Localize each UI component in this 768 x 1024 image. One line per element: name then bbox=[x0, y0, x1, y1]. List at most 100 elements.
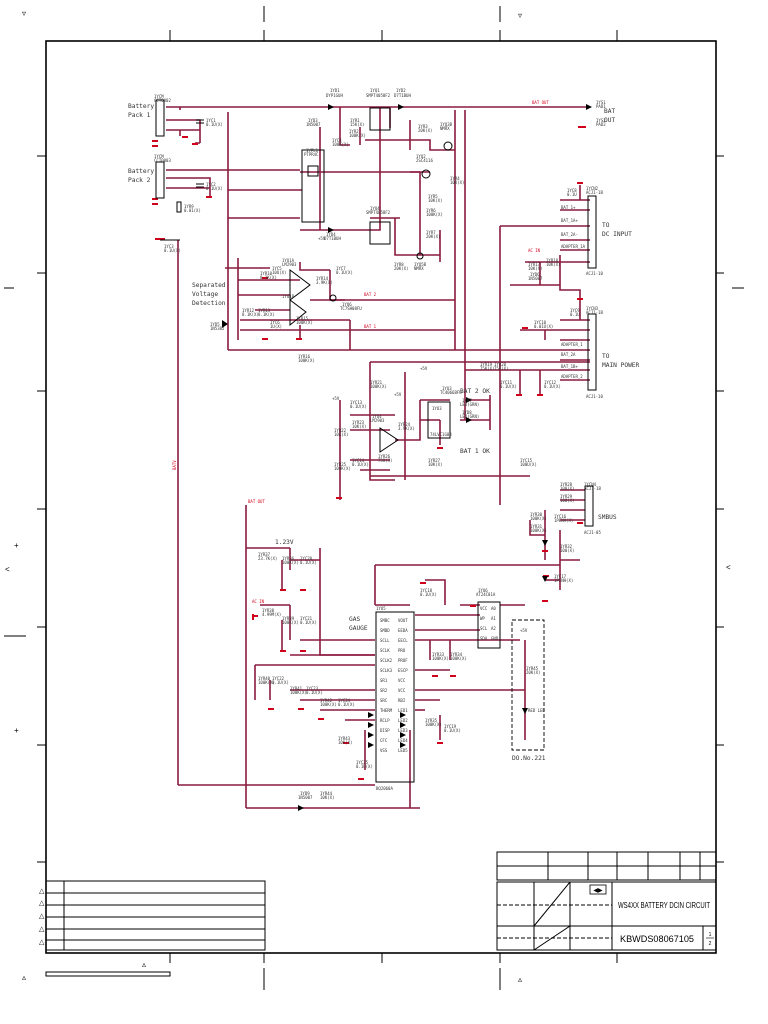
svg-text:SMBC: SMBC bbox=[380, 618, 390, 623]
svg-text:1YR21: 1YR21 bbox=[370, 380, 383, 385]
svg-text:1YC20: 1YC20 bbox=[300, 556, 313, 561]
svg-text:74LVC1G08: 74LVC1G08 bbox=[430, 432, 452, 437]
svg-text:ACJ1-1B: ACJ1-1B bbox=[586, 310, 603, 315]
svg-text:DYP1GUH: DYP1GUH bbox=[326, 93, 343, 98]
svg-text:0.1U(X): 0.1U(X) bbox=[206, 122, 223, 127]
svg-text:1YC4: 1YC4 bbox=[332, 138, 342, 143]
svg-text:20K(X): 20K(X) bbox=[394, 266, 408, 271]
svg-text:+5V: +5V bbox=[394, 392, 402, 397]
svg-text:SR2: SR2 bbox=[380, 688, 388, 693]
svg-text:0.1U(X): 0.1U(X) bbox=[352, 462, 369, 467]
svg-text:VSS: VSS bbox=[380, 748, 388, 753]
svg-text:0.1U(X): 0.1U(X) bbox=[356, 764, 373, 769]
svg-text:1YC7: 1YC7 bbox=[336, 266, 346, 271]
battery-pack-1-label-line2: Pack 1 bbox=[128, 112, 151, 119]
svg-text:1YS2: 1YS2 bbox=[596, 118, 606, 123]
drawing-title: WS4XX BATTERY DCIN CIRCUIT bbox=[618, 900, 710, 910]
svg-text:▵: ▵ bbox=[142, 960, 146, 969]
svg-text:1YQ5B: 1YQ5B bbox=[414, 262, 427, 267]
svg-text:1YC15: 1YC15 bbox=[520, 458, 533, 463]
svg-text:LED5: LED5 bbox=[398, 748, 408, 753]
svg-text:1YR35: 1YR35 bbox=[425, 718, 438, 723]
svg-text:PAD2: PAD2 bbox=[596, 122, 606, 127]
svg-text:THERM: THERM bbox=[380, 708, 393, 713]
svg-text:100U(X): 100U(X) bbox=[520, 462, 537, 467]
svg-text:LED1: LED1 bbox=[398, 708, 408, 713]
svg-text:1YR9: 1YR9 bbox=[184, 204, 194, 209]
svg-text:1YD2: 1YD2 bbox=[396, 88, 406, 93]
connector-battery-pack-1: 1YCM CCT0002 bbox=[154, 94, 171, 137]
svg-text:1PENH(X): 1PENH(X) bbox=[554, 518, 573, 523]
svg-text:0.1U(X): 0.1U(X) bbox=[350, 404, 367, 409]
svg-text:BAT_1B+: BAT_1B+ bbox=[561, 364, 578, 369]
svg-text:0.1U(X): 0.1U(X) bbox=[420, 592, 437, 597]
to-dc-input-label-line2: DC INPUT bbox=[602, 231, 632, 238]
svg-text:1YU3: 1YU3 bbox=[432, 406, 442, 411]
svg-text:10K(X): 10K(X) bbox=[428, 198, 442, 203]
svg-text:100K(X): 100K(X) bbox=[290, 690, 307, 695]
svg-text:1YC3: 1YC3 bbox=[164, 244, 174, 249]
net-label-ac-in: AC IN bbox=[528, 248, 541, 253]
svg-text:SMPT4058F2: SMPT4058F2 bbox=[366, 93, 391, 98]
svg-text:1YC10: 1YC10 bbox=[534, 320, 547, 325]
svg-text:1YD6: 1YD6 bbox=[530, 272, 540, 277]
net-label-bat1: BAT 1 bbox=[364, 324, 377, 329]
svg-text:0.1U(X): 0.1U(X) bbox=[300, 560, 317, 565]
net-label-ac-in-2: AC IN bbox=[252, 599, 265, 604]
svg-text:1YC8: 1YC8 bbox=[567, 188, 577, 193]
connector-battery-pack-2: 1YCM CCT0003 bbox=[154, 154, 171, 199]
svg-text:8.1K(X): 8.1K(X) bbox=[258, 312, 275, 317]
svg-text:100(X): 100(X) bbox=[560, 498, 574, 503]
bat1-ok-label: BAT 1 OK bbox=[460, 448, 490, 455]
svg-text:1YU4: 1YU4 bbox=[372, 414, 382, 419]
svg-text:LED2: LED2 bbox=[398, 718, 408, 723]
svg-text:1YR18: 1YR18 bbox=[546, 258, 559, 263]
svg-text:8.1K(X): 8.1K(X) bbox=[242, 312, 259, 317]
svg-text:0.1U: 0.1U bbox=[567, 192, 577, 197]
svg-text:SMPT4058F2: SMPT4058F2 bbox=[366, 210, 391, 215]
svg-text:AT24C01A: AT24C01A bbox=[476, 592, 496, 597]
svg-text:1YR13: 1YR13 bbox=[258, 308, 271, 313]
svg-text:15K(X): 15K(X) bbox=[350, 122, 364, 127]
svg-text:VCC: VCC bbox=[398, 678, 406, 683]
svg-text:A2: A2 bbox=[491, 626, 496, 631]
svg-text:CCT0003: CCT0003 bbox=[154, 158, 171, 163]
svg-text:20K(X): 20K(X) bbox=[426, 234, 440, 239]
svg-text:1YQ3B: 1YQ3B bbox=[440, 122, 453, 127]
svg-text:+: + bbox=[14, 726, 19, 735]
svg-text:1YC12: 1YC12 bbox=[544, 380, 557, 385]
svg-text:1YR45: 1YR45 bbox=[526, 666, 539, 671]
svg-text:1YCN3: 1YCN3 bbox=[586, 306, 599, 311]
svg-text:1YR12: 1YR12 bbox=[242, 308, 255, 313]
svg-text:1YR33: 1YR33 bbox=[432, 652, 445, 657]
svg-text:20K(X): 20K(X) bbox=[418, 128, 432, 133]
svg-text:8.1K(X): 8.1K(X) bbox=[260, 275, 277, 280]
svg-text:1YR17: 1YR17 bbox=[528, 262, 541, 267]
svg-text:LED(GRN): LED(GRN) bbox=[460, 402, 479, 407]
svg-text:100K(X): 100K(X) bbox=[426, 212, 443, 217]
svg-text:LED3: LED3 bbox=[398, 728, 408, 733]
svg-text:1YD9: 1YD9 bbox=[300, 791, 310, 796]
svg-text:1YC9: 1YC9 bbox=[570, 308, 580, 313]
separated-voltage-label-line3: Detection bbox=[192, 300, 226, 307]
svg-text:10K(X): 10K(X) bbox=[528, 266, 542, 271]
svg-text:LED4: LED4 bbox=[398, 738, 408, 743]
svg-text:1YR4: 1YR4 bbox=[450, 176, 460, 181]
svg-text:1YR38: 1YR38 bbox=[262, 608, 275, 613]
svg-text:1N5007: 1N5007 bbox=[298, 795, 313, 800]
